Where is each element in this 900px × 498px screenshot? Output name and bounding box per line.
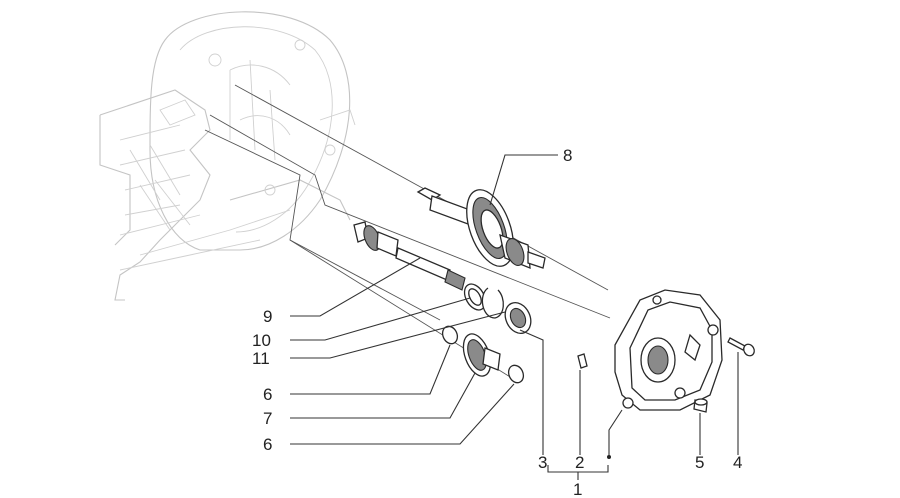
callout-3: 3 bbox=[538, 453, 547, 472]
part-3-bearing bbox=[504, 301, 532, 335]
callout-2: 2 bbox=[575, 453, 584, 472]
callout-6-lower: 6 bbox=[263, 435, 272, 454]
part-9-pinion-shaft bbox=[353, 221, 466, 291]
assembly-axis-lines bbox=[204, 84, 611, 381]
callout-1: 1 bbox=[573, 480, 582, 498]
leader-lines bbox=[290, 154, 739, 480]
part-6-bushings bbox=[441, 325, 525, 384]
callout-6-upper: 6 bbox=[263, 385, 272, 404]
callout-5: 5 bbox=[695, 453, 704, 472]
part-1-gear-cover bbox=[614, 289, 723, 411]
part-4-screw bbox=[727, 337, 755, 357]
part-10-11-rings bbox=[463, 283, 504, 319]
callout-4: 4 bbox=[733, 453, 742, 472]
callout-9: 9 bbox=[263, 307, 272, 326]
callout-11: 11 bbox=[252, 349, 270, 368]
part-7-gear bbox=[462, 333, 501, 377]
part-5-dowel bbox=[693, 398, 708, 413]
reference-dot bbox=[607, 455, 611, 459]
part-2-dowel-pin bbox=[577, 353, 588, 369]
callout-7: 7 bbox=[263, 409, 272, 428]
callout-10: 10 bbox=[252, 331, 271, 350]
callout-8: 8 bbox=[563, 146, 572, 165]
part-8-gear-shaft bbox=[416, 187, 546, 269]
